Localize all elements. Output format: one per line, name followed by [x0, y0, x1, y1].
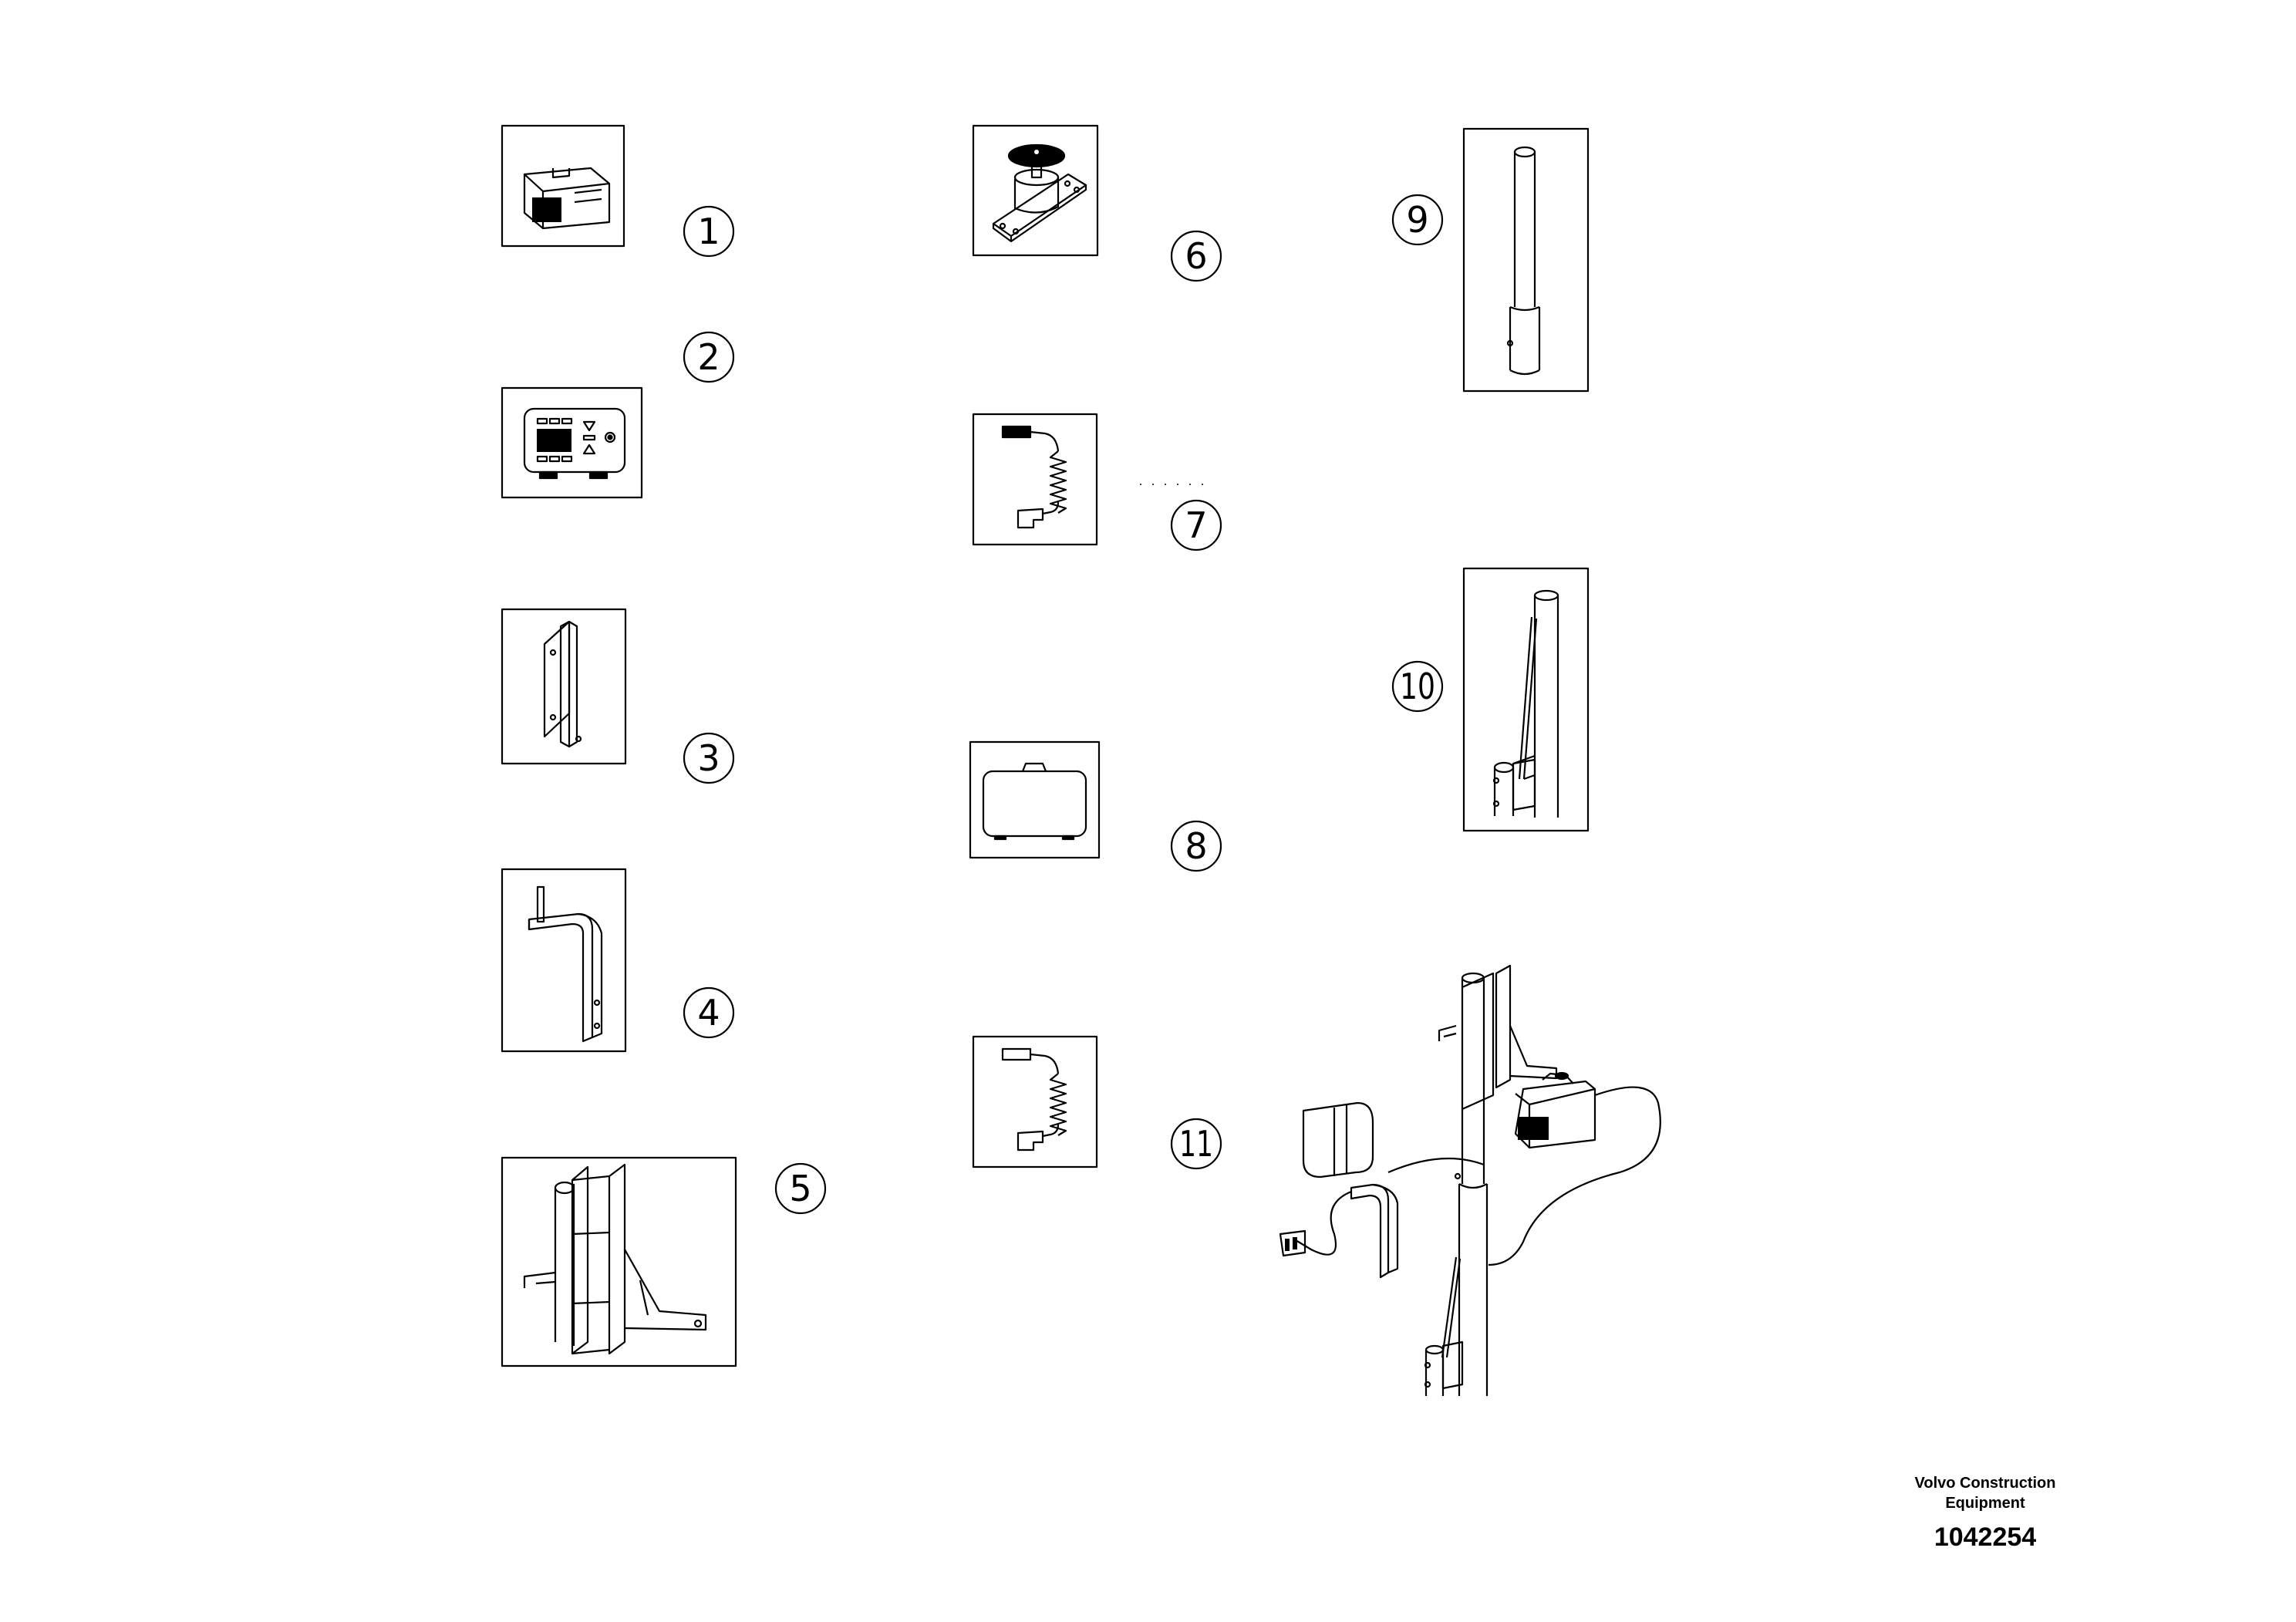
svg-text:3: 3 [697, 737, 720, 779]
control-panel-icon [501, 386, 643, 499]
callout-1: 1 [683, 205, 735, 258]
callout-4: 4 [683, 986, 735, 1039]
sensor-box-icon [501, 124, 625, 248]
callout-11: 11 [1170, 1118, 1222, 1170]
mast-holder-icon [1462, 567, 1590, 832]
callout-8: 8 [1170, 820, 1222, 872]
bracket-plate-icon [501, 608, 627, 765]
svg-text:2: 2 [697, 336, 720, 378]
svg-text:4: 4 [697, 992, 720, 1034]
coil-cable-icon [972, 1035, 1098, 1168]
manufacturer-line-2: Equipment [1945, 1495, 2025, 1512]
document-number: 1042254 [1934, 1523, 2037, 1552]
mast-tube-icon [1462, 127, 1590, 393]
callout-5: 5 [774, 1162, 827, 1215]
coil-cable-icon [972, 413, 1098, 546]
svg-text:6: 6 [1185, 235, 1207, 277]
footer: Volvo Construction Equipment 1042254 [1870, 1473, 2101, 1553]
antenna-mount-icon [972, 124, 1099, 257]
callout-6: 6 [1170, 230, 1222, 282]
assembly-overview-icon [1279, 964, 1661, 1396]
svg-text:11: 11 [1179, 1123, 1213, 1165]
callout-7: 7 [1170, 499, 1222, 551]
manufacturer-line-1: Volvo Construction [1914, 1475, 2056, 1492]
mast-clamp-icon [501, 1156, 737, 1367]
callout-9: 9 [1391, 194, 1444, 246]
svg-text:7: 7 [1185, 504, 1207, 546]
svg-text:10: 10 [1400, 666, 1435, 707]
svg-text:8: 8 [1185, 825, 1207, 867]
carry-case-icon [969, 740, 1101, 859]
svg-text:1: 1 [697, 211, 720, 252]
callout-3: 3 [683, 732, 735, 784]
callout-2: 2 [683, 331, 735, 383]
svg-text:5: 5 [789, 1168, 811, 1209]
callout-10: 10 [1391, 660, 1444, 713]
l-bracket-icon [501, 868, 627, 1053]
svg-text:9: 9 [1406, 199, 1428, 241]
